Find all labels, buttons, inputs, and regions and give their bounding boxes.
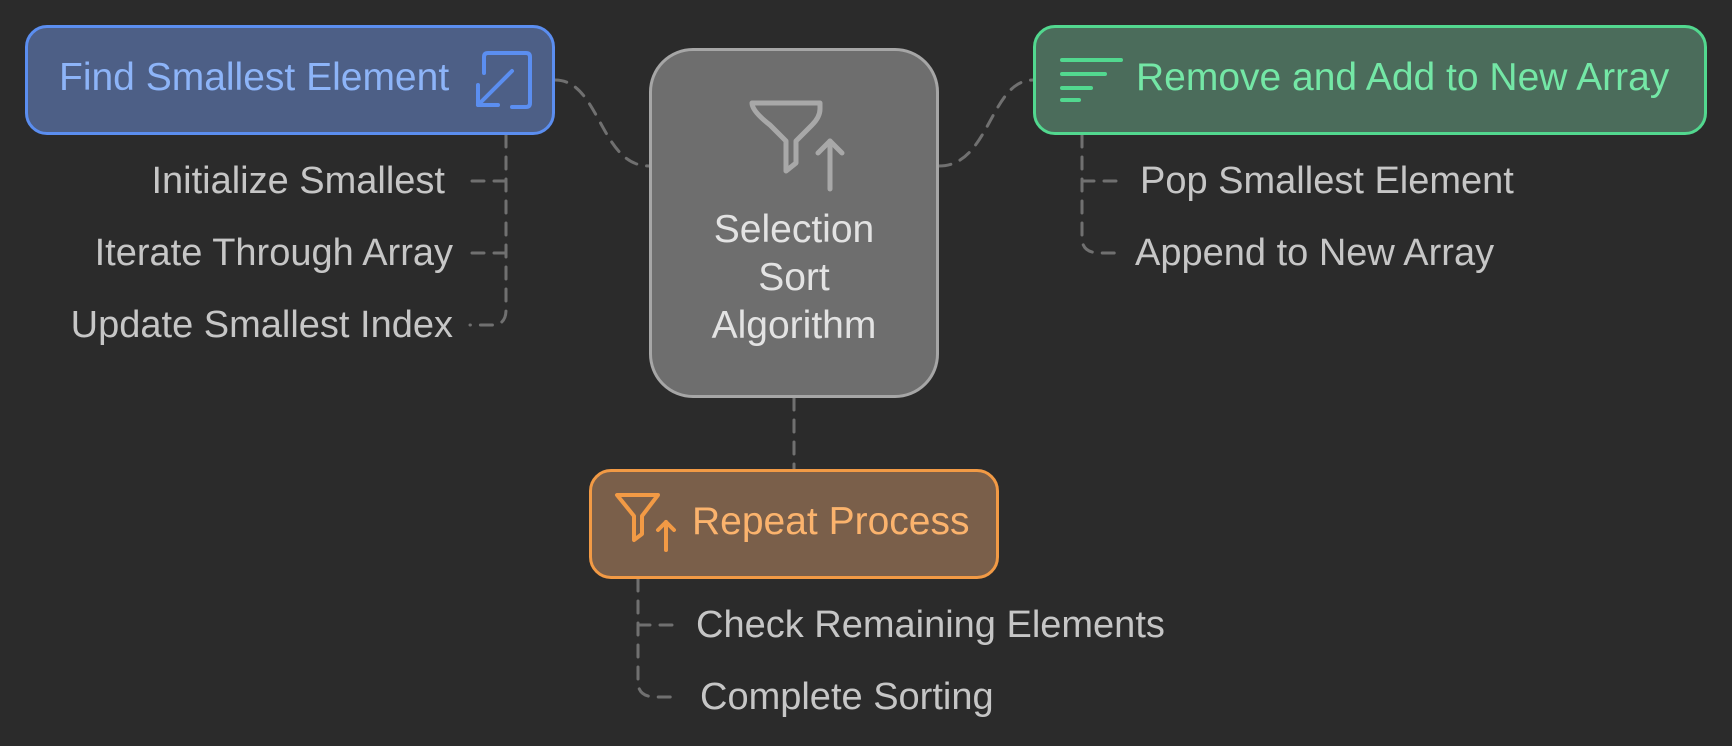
filter-up-arrow-icon	[749, 100, 845, 192]
repeat-process-node[interactable]: Repeat Process	[589, 469, 999, 579]
step-iterate-through-array: Iterate Through Array	[94, 232, 453, 274]
center-title-line: Selection	[713, 208, 875, 251]
connector-center-to-remove	[937, 78, 1035, 168]
step-check-remaining-elements: Check Remaining Elements	[696, 604, 1165, 646]
center-title: Selection Sort Algorithm	[652, 206, 936, 350]
connector-repeat-steps	[636, 577, 676, 699]
find-smallest-element-label: Find Smallest Element	[59, 56, 450, 99]
repeat-process-label: Repeat Process	[692, 500, 970, 543]
connector-remove-steps	[1080, 133, 1120, 255]
remove-and-add-node[interactable]: Remove and Add to New Array	[1033, 25, 1707, 135]
connector-find-to-center	[553, 78, 651, 168]
step-complete-sorting: Complete Sorting	[700, 676, 994, 718]
step-append-to-new-array: Append to New Array	[1135, 232, 1495, 274]
step-update-smallest-index: Update Smallest Index	[70, 304, 453, 346]
connector-find-steps	[468, 133, 508, 327]
arrow-down-left-box-icon	[476, 51, 532, 109]
step-pop-smallest-element: Pop Smallest Element	[1140, 160, 1514, 202]
center-title-line: Sort	[758, 256, 830, 299]
center-title-line: Algorithm	[711, 304, 877, 347]
find-smallest-element-node[interactable]: Find Smallest Element	[25, 25, 555, 135]
filter-up-arrow-icon	[615, 493, 676, 552]
remove-and-add-label: Remove and Add to New Array	[1136, 56, 1670, 99]
step-initialize-smallest: Initialize Smallest	[151, 160, 445, 202]
align-left-lines-icon	[1060, 58, 1123, 102]
selection-sort-algorithm-node[interactable]: Selection Sort Algorithm	[649, 48, 939, 398]
